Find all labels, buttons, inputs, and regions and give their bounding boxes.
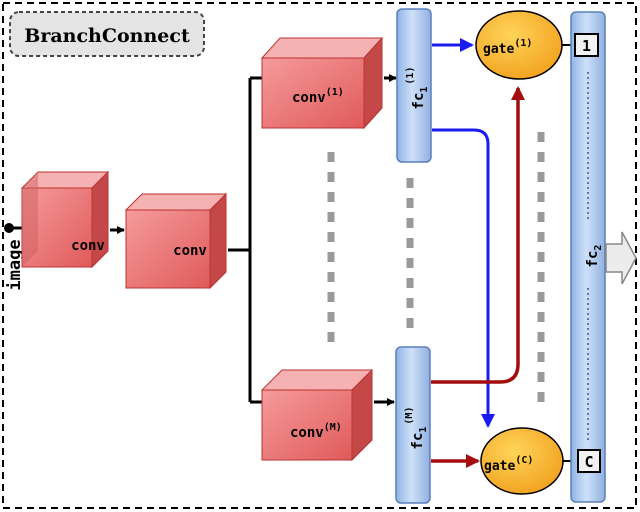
gate-c-label: gate(C): [484, 455, 533, 474]
gate-1-label: gate(1): [483, 38, 532, 57]
conv-block-1: conv: [20, 170, 110, 269]
ellipsis-dots: [327, 132, 545, 408]
gate-1: gate(1): [475, 10, 563, 80]
input-label: image: [5, 239, 25, 290]
fc1-branch-m: fc1(M): [395, 346, 431, 504]
svg-text:1: 1: [582, 37, 591, 55]
conv-branch-1: conv(1): [260, 36, 384, 130]
title-box: BranchConnect: [9, 11, 205, 57]
conv-branch-1-label: conv(1): [292, 87, 344, 106]
fc1-m-to-gate-1-arrow: [431, 86, 525, 384]
conv-2-label: conv: [173, 243, 207, 259]
gate-c: gate(C): [480, 427, 564, 495]
blue-connections: [432, 38, 495, 428]
output-arrow: [605, 231, 637, 285]
conv-branch-m-label: conv(M): [290, 422, 342, 441]
input-node: [4, 223, 14, 233]
fc1-branch-1: fc1(1): [396, 8, 432, 163]
red-connections: [431, 86, 525, 468]
output-1: 1: [574, 33, 599, 57]
fc2-layer: fc2: [570, 11, 606, 503]
conv-block-2: conv: [124, 192, 228, 290]
fc1-branch-1-label: fc1(1): [405, 67, 430, 110]
fc1-branch-m-label: fc1(M): [404, 407, 429, 450]
conv-branch-m: conv(M): [260, 368, 374, 462]
svg-text:C: C: [584, 453, 593, 471]
fc2-label: fc2: [585, 245, 604, 268]
fc1-1-to-gate-c-arrow: [432, 128, 495, 428]
output-c: C: [577, 449, 601, 473]
conv-1-label: conv: [71, 238, 105, 254]
title-text: BranchConnect: [24, 25, 190, 47]
